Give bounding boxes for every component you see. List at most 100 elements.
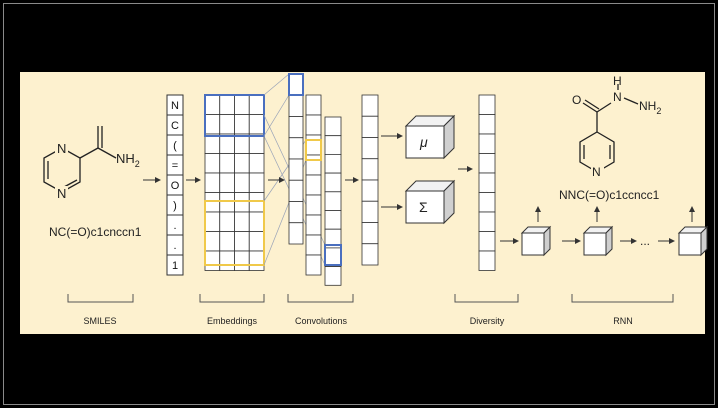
embedding-cell <box>234 153 250 174</box>
conv2-cell <box>305 194 322 216</box>
pooled-feature-column <box>361 94 379 266</box>
token-char: = <box>172 160 178 172</box>
embedding-cell <box>219 114 235 135</box>
section-label-smiles: SMILES <box>83 316 116 326</box>
conv3-cell <box>324 153 342 174</box>
embedding-cell <box>204 211 221 232</box>
input-amine-label: NH2 <box>116 151 140 169</box>
output-smiles-string: NNC(=O)c1ccncc1 <box>559 188 660 202</box>
conv3-cell <box>324 135 342 155</box>
embedding-yellow-highlight <box>204 200 265 266</box>
diversity-cell <box>478 114 496 135</box>
embedding-cell <box>219 172 235 193</box>
conv1-cell <box>288 158 304 181</box>
embedding-cell <box>219 231 235 252</box>
token-char: ) <box>173 200 177 212</box>
token-char: . <box>173 240 176 252</box>
mu-label: μ <box>419 134 428 150</box>
outer-frame <box>3 3 715 405</box>
output-hydrazide-nitrogen: N <box>613 90 622 104</box>
rnn-cells <box>520 225 709 257</box>
embedding-cell <box>248 192 265 213</box>
sigma-label: Σ <box>419 199 428 215</box>
pooled-cell <box>361 200 379 223</box>
embedding-matrix <box>204 94 265 271</box>
output-amine-label: NH2 <box>639 99 661 116</box>
embedding-cell <box>248 250 265 271</box>
output-hydrogen: H <box>613 74 622 88</box>
conv3-blue-highlight <box>324 244 342 266</box>
conv1-blue-highlight <box>288 73 304 96</box>
conv2-cell <box>305 214 322 236</box>
embedding-cell <box>234 231 250 252</box>
embedding-cell <box>219 153 235 174</box>
output-oxygen: O <box>572 93 581 107</box>
section-label-diversity: Diversity <box>470 316 505 326</box>
conv2-cell <box>305 154 322 176</box>
output-ring-nitrogen: N <box>592 165 601 179</box>
token-char: ( <box>173 140 177 152</box>
diversity-cell <box>478 172 496 193</box>
input-smiles-string: NC(=O)c1cnccn1 <box>49 225 142 239</box>
embedding-cell <box>219 94 235 115</box>
conv1-cell <box>288 94 304 117</box>
pooled-cell <box>361 115 379 138</box>
embedding-cell <box>248 211 265 232</box>
diversity-cell <box>478 133 496 154</box>
conv2-cell <box>305 254 322 276</box>
conv1-cell <box>288 137 304 160</box>
embedding-cell <box>204 114 221 135</box>
sigma-cube <box>404 179 456 225</box>
rnn-cube-front <box>583 232 607 256</box>
embedding-cell <box>234 250 250 271</box>
embedding-cell <box>219 250 235 271</box>
diversity-cell <box>478 231 496 252</box>
conv2-cell <box>305 234 322 256</box>
embedding-cell <box>234 172 250 193</box>
embedding-cell <box>204 231 221 252</box>
convolution-column-2 <box>305 94 322 276</box>
embedding-cell <box>204 94 221 115</box>
conv2-cell <box>305 94 322 116</box>
embedding-cell <box>248 114 265 135</box>
convolution-column-1 <box>288 73 304 245</box>
pooled-cell <box>361 222 379 245</box>
embedding-cell <box>204 192 221 213</box>
embedding-cell <box>234 94 250 115</box>
diversity-cell <box>478 250 496 271</box>
embedding-cell <box>219 211 235 232</box>
conv3-cell <box>324 210 342 230</box>
embedding-cell <box>234 114 250 135</box>
rnn-ellipsis: ... <box>640 234 650 248</box>
conv2-cell <box>305 134 322 156</box>
convolution-column-3 <box>324 116 342 286</box>
section-label-rnn: RNN <box>613 316 633 326</box>
rnn-cube-front <box>521 232 545 256</box>
embedding-cell <box>248 153 265 174</box>
conv1-cell <box>288 201 304 224</box>
embedding-cell <box>234 192 250 213</box>
pooled-cell <box>361 179 379 202</box>
embedding-cell <box>204 153 221 174</box>
conv1-cell <box>288 73 304 96</box>
embedding-cell <box>248 231 265 252</box>
conv3-cell <box>324 266 342 286</box>
conv3-cell <box>324 247 342 267</box>
conv1-cell <box>288 116 304 139</box>
embedding-cell <box>248 172 265 193</box>
diversity-cell <box>478 211 496 232</box>
conv3-cell <box>324 116 342 137</box>
pooled-cell <box>361 243 379 266</box>
embedding-cell <box>234 211 250 232</box>
conv3-cell <box>324 191 342 211</box>
mu-cube <box>404 114 456 160</box>
pooled-cell <box>361 94 379 117</box>
diversity-column <box>478 94 496 271</box>
section-brackets <box>67 294 674 303</box>
conv1-cell <box>288 222 304 245</box>
input-ring-nitrogen-bottom: N <box>57 186 66 201</box>
token-char: . <box>173 220 176 232</box>
conv2-yellow-highlight <box>305 139 322 161</box>
